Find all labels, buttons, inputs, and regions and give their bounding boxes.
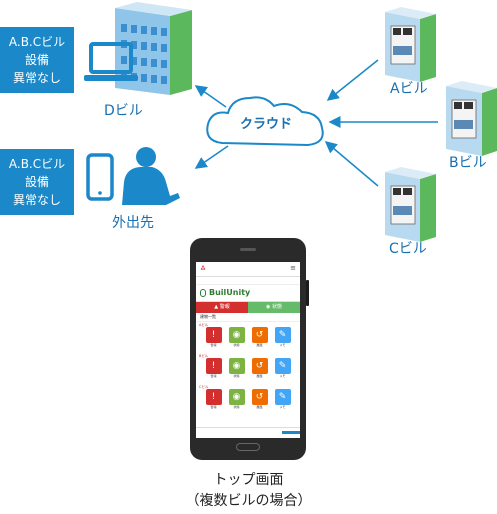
callout-line: 設備 [24,175,49,189]
item-label: メモ [279,343,286,347]
history-icon: ↺ [251,358,268,374]
status-callout-top: A.B.Cビル 設備 異常なし [0,27,74,93]
callout-line: A.B.Cビル [8,35,66,49]
history-icon: ↺ [251,327,268,343]
alarm-item[interactable]: !警報 [205,389,223,415]
pencil-icon: ✎ [274,389,291,405]
item-label: 状態 [233,374,240,378]
callout-line: A.B.Cビル [8,157,66,171]
screen-header: ≡ [196,262,300,277]
status-callout-bottom: A.B.Cビル 設備 異常なし [0,149,74,215]
c-building-illustration [385,167,436,242]
item-label: 警報 [210,405,217,409]
app-lock-icon [200,289,206,297]
footer-button[interactable] [282,431,300,434]
tab-state-label: 状態 [271,304,282,310]
item-label: 状態 [233,343,240,347]
item-label: 履歴 [256,405,263,409]
history-item[interactable]: ↺履歴 [251,327,269,353]
state-item[interactable]: ◉状態 [228,358,246,384]
callout-line: 設備 [24,53,49,67]
screen-footer [196,427,300,438]
tab-alarm[interactable]: ▲ 警報 [196,302,248,313]
app-screen: ≡ BuilUnity ▲ 警報 ◉ 状態 建物一覧 Aビル !警報 ◉状態 ↺… [196,262,300,438]
arrow-cloud-to-d [194,85,227,108]
item-label: 状態 [233,405,240,409]
cloud-label: クラウド [240,117,293,132]
warning-icon: ! [205,358,222,374]
arrow-a-to-cloud [326,59,379,101]
outside-label: 外出先 [112,215,154,231]
building-name: Aビル [199,323,209,327]
eye-icon: ◉ [228,389,245,405]
building-row: !警報 ◉状態 ↺履歴 ✎メモ [196,389,300,415]
arrow-cloud-to-outside [194,145,229,169]
history-icon: ↺ [251,389,268,405]
item-label: 履歴 [256,374,263,378]
phone-home-button [236,443,260,451]
pencil-icon: ✎ [274,327,291,343]
a-building-illustration [385,7,436,82]
memo-item[interactable]: ✎メモ [274,389,292,415]
alarm-item[interactable]: !警報 [205,358,223,384]
b-building-illustration [446,81,497,156]
item-label: 履歴 [256,343,263,347]
item-label: メモ [279,374,286,378]
phone-speaker [240,248,256,251]
warning-icon: ! [205,389,222,405]
app-name: BuilUnity [209,288,251,297]
c-building-label: Cビル [389,241,427,257]
a-building-label: Aビル [390,81,428,97]
arrows [194,59,438,187]
screen-tabs: ▲ 警報 ◉ 状態 [196,302,300,313]
building-list-title: 建物一覧 [196,313,300,322]
caption-title: トップ画面 [213,472,284,488]
callout-line: 異常なし [12,193,61,207]
eye-icon: ◉ [266,304,271,310]
d-building-label: Dビル [104,103,143,119]
smartphone-icon [86,153,114,201]
eye-icon: ◉ [228,358,245,374]
building-row: !警報 ◉状態 ↺履歴 ✎メモ [196,358,300,384]
warning-icon: ! [205,327,222,343]
pencil-icon: ✎ [274,358,291,374]
b-building-label: Bビル [449,155,487,171]
caption-subtitle: （複数ビルの場合） [185,493,312,509]
alarm-item[interactable]: !警報 [205,327,223,353]
d-building-illustration [115,2,192,95]
building-name: Cビル [199,385,209,389]
building-row: !警報 ◉状態 ↺履歴 ✎メモ [196,327,300,353]
brand-logo-icon [200,265,206,270]
person-silhouette-icon [122,147,180,205]
company-strip [196,277,300,285]
item-label: 警報 [210,343,217,347]
state-item[interactable]: ◉状態 [228,327,246,353]
eye-icon: ◉ [228,327,245,343]
laptop-icon [84,42,138,81]
app-title-bar: BuilUnity [196,285,300,302]
state-item[interactable]: ◉状態 [228,389,246,415]
item-label: メモ [279,405,286,409]
memo-item[interactable]: ✎メモ [274,327,292,353]
cloud-shape [206,96,324,147]
building-name: Bビル [199,354,209,358]
callout-line: 異常なし [12,71,61,85]
history-item[interactable]: ↺履歴 [251,389,269,415]
history-item[interactable]: ↺履歴 [251,358,269,384]
alarm-tab-icon: ▲ [214,304,219,310]
arrow-c-to-cloud [324,141,379,187]
tab-alarm-label: 警報 [219,304,230,310]
memo-item[interactable]: ✎メモ [274,358,292,384]
item-label: 警報 [210,374,217,378]
tab-state[interactable]: ◉ 状態 [248,302,300,313]
phone-side-button [306,280,309,306]
hamburger-menu-icon[interactable]: ≡ [290,264,296,272]
